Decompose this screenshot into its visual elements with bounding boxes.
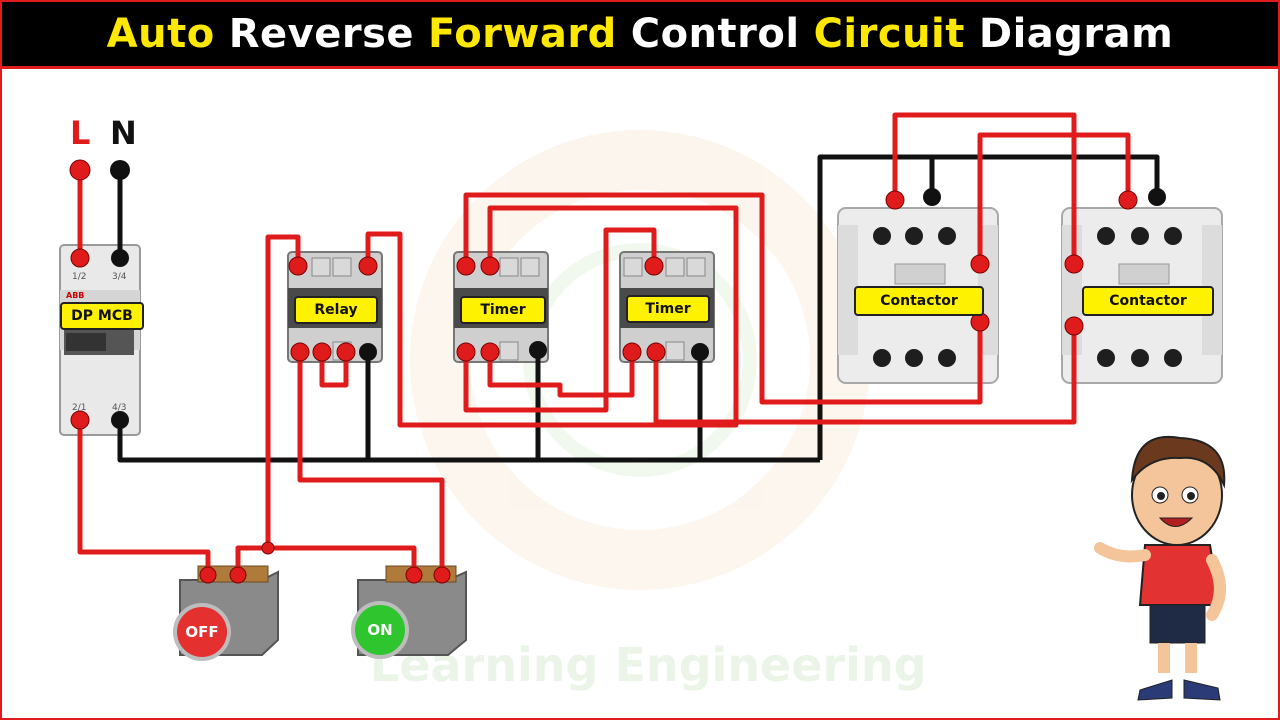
title-word-6: Diagram [978, 11, 1174, 57]
timer-tag-2: Timer [626, 295, 710, 323]
watermark-text: Learning Engineering [370, 638, 927, 692]
phase-wires [77, 112, 1131, 575]
mcb-tag: DP MCB [60, 302, 144, 330]
title-word-1: Auto [106, 11, 215, 57]
contactor-tag-1: Contactor [854, 286, 984, 316]
title-word-5: Circuit [813, 11, 965, 57]
mcb-brand: ABB [66, 291, 84, 300]
mcb-terminal-3-4: 3/4 [112, 272, 127, 282]
mcb-terminal-1-2: 1/2 [72, 272, 86, 282]
on-button[interactable]: ON [351, 601, 409, 659]
terminal-dots-red [69, 159, 1138, 584]
dp-mcb-breaker: ABB 1/2 3/4 2/1 4/3 [59, 244, 141, 436]
title-bar: Auto Reverse Forward Control Circuit Dia… [2, 2, 1278, 69]
mcb-terminal-2-1: 2/1 [72, 403, 86, 413]
terminal-dots-black [110, 160, 1166, 429]
neutral-label: N [110, 114, 137, 152]
off-button[interactable]: OFF [173, 603, 231, 661]
neutral-wires [117, 154, 1160, 463]
mcb-terminal-4-3: 4/3 [112, 403, 126, 413]
relay-tag: Relay [294, 296, 378, 324]
title-word-3: Forward [428, 11, 617, 57]
title-word-2: Reverse [228, 11, 414, 57]
contactor-tag-2: Contactor [1082, 286, 1214, 316]
title-word-4: Control [630, 11, 800, 57]
timer-tag-1: Timer [460, 296, 546, 324]
line-label: L [70, 114, 91, 152]
cartoon-boy-illustration [1094, 435, 1226, 701]
